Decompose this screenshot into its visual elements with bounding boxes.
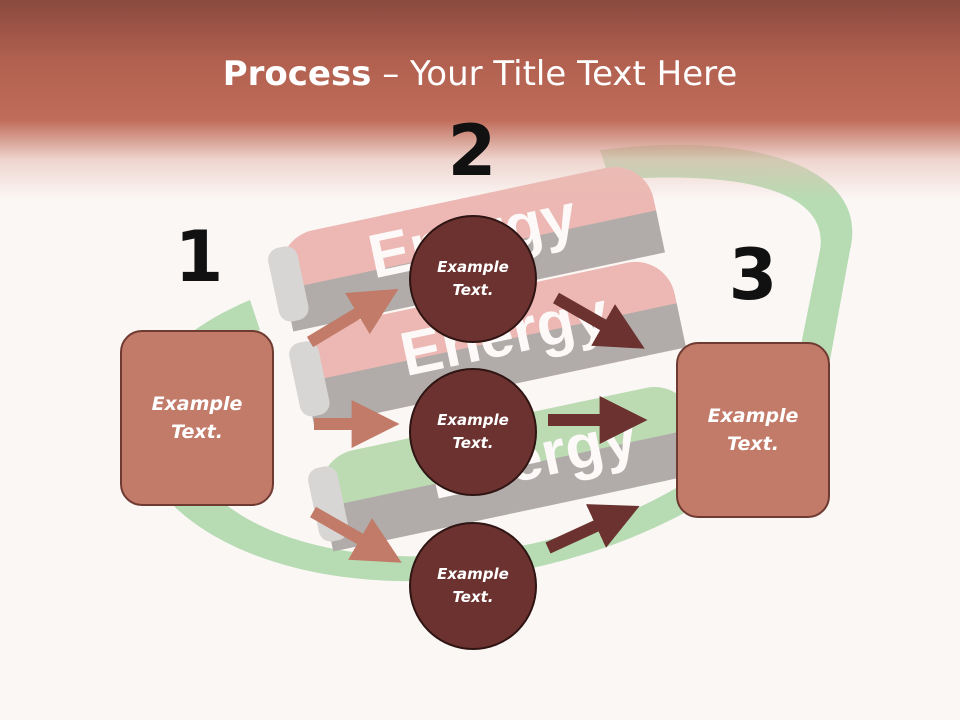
arrow-left-to-top: [306, 288, 399, 348]
title-rest: – Your Title Text Here: [371, 54, 738, 94]
recycle-arrow-ring: [135, 300, 790, 582]
step-number-3: 3: [728, 234, 778, 316]
arrow-bottom-to-right: [545, 504, 640, 554]
title-bold: Process: [222, 54, 372, 94]
header-band: [0, 0, 960, 200]
circle-middle: Example Text.: [409, 368, 537, 496]
slide-title: Process – Your Title Text Here: [0, 52, 960, 96]
circle-top: Example Text.: [409, 215, 537, 343]
left-step-box: Example Text.: [120, 330, 274, 506]
right-step-text: Example Text.: [707, 405, 799, 455]
circle-top-text: Example Text.: [437, 258, 509, 299]
arrow-top-to-right: [553, 292, 645, 349]
circle-bottom-text: Example Text.: [437, 565, 509, 606]
step-number-2: 2: [447, 110, 497, 192]
circle-middle-text: Example Text.: [437, 411, 509, 452]
arrow-left-to-bottom: [310, 506, 402, 563]
left-step-text: Example Text.: [151, 393, 243, 443]
circle-bottom: Example Text.: [409, 522, 537, 650]
right-step-box: Example Text.: [676, 342, 830, 518]
step-number-1: 1: [174, 216, 224, 298]
